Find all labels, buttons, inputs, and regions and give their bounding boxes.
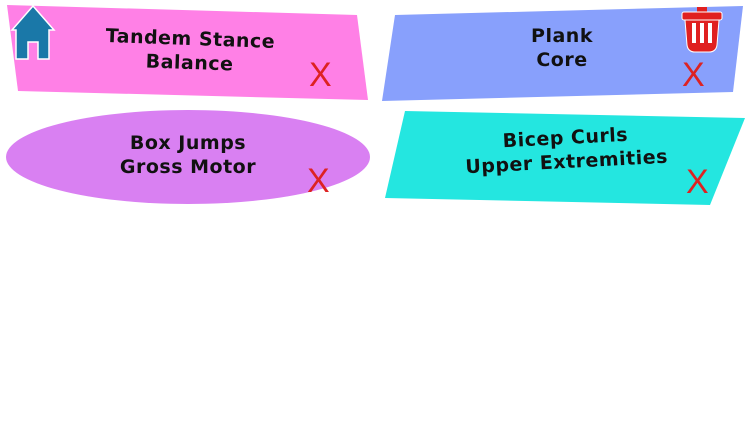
delete-plank-button[interactable]: X [682,56,705,94]
delete-box-jumps-button[interactable]: X [307,162,330,200]
card-title: Box Jumps [129,132,247,154]
card-tandem-stance[interactable]: Tandem Stance Balance [89,24,291,79]
delete-tandem-stance-button[interactable]: X [309,56,332,94]
card-plank[interactable]: Plank Core [462,24,662,72]
card-shape-box-jumps[interactable] [6,110,370,204]
card-category: Gross Motor [119,156,257,178]
delete-bicep-curls-button[interactable]: X [686,163,709,201]
card-shape-bicep-curls[interactable] [385,111,745,205]
card-box-jumps[interactable]: Box Jumps Gross Motor [88,131,288,179]
card-category: Core [536,49,588,71]
card-shape-plank[interactable] [382,6,743,101]
home-icon[interactable] [10,4,56,64]
card-shape-tandem-stance[interactable] [7,5,368,100]
card-title: Plank [531,25,593,47]
trash-icon[interactable] [681,7,723,57]
